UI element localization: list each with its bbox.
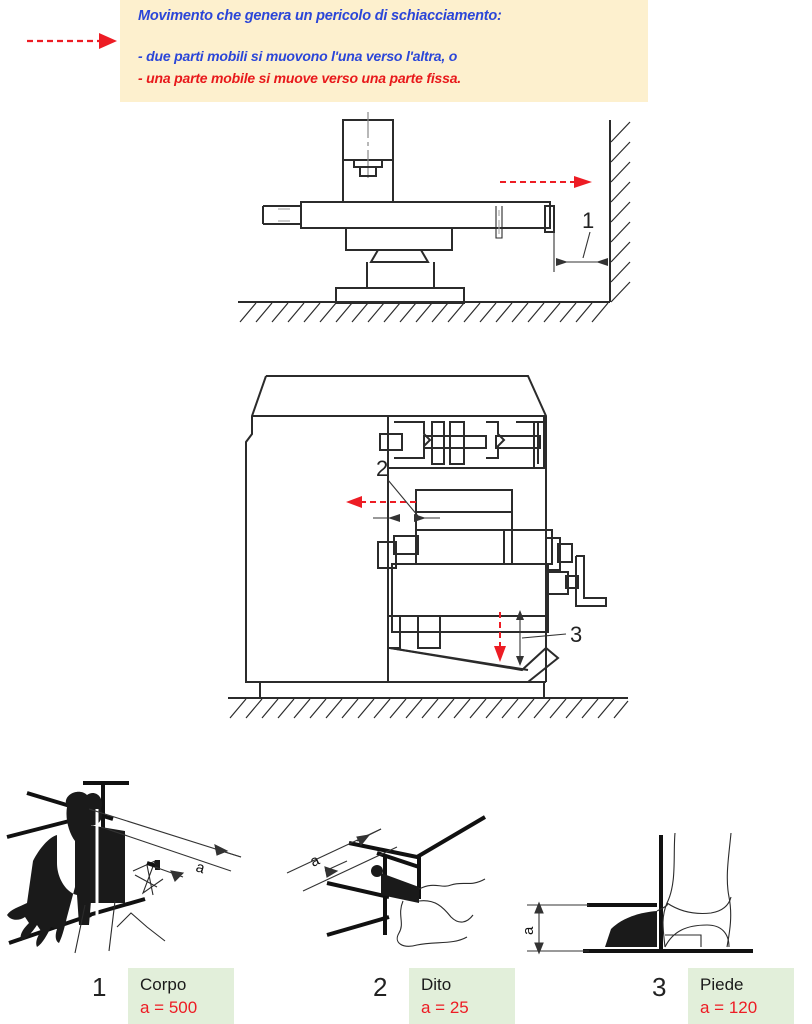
dimension-a — [527, 901, 589, 955]
dimension-label-a-body: a — [194, 859, 208, 878]
diagram-press-table-wall: 1 — [238, 112, 631, 323]
legend-box-corpo: Corpo a = 500 — [128, 968, 234, 1024]
machine-table — [262, 201, 555, 239]
red-dashed-arrow-down-icon — [494, 612, 506, 662]
legend-number-2: 2 — [373, 972, 388, 1002]
overarm-gear-train — [379, 415, 545, 469]
callout-title: Movimento che genera un pericolo di schi… — [138, 8, 502, 24]
dimension-3: 3 — [516, 610, 582, 666]
machine-knee-assembly — [388, 563, 560, 683]
floor-hatching — [228, 697, 629, 719]
legend-label-piede: Piede — [700, 975, 744, 994]
milling-callout-number-2: 2 — [376, 456, 388, 481]
floor-hatching — [238, 301, 610, 323]
dimension-2: 2 — [373, 456, 440, 522]
legend-number-1: 1 — [92, 972, 107, 1002]
red-dashed-arrow-icon — [27, 33, 117, 49]
legend-box-dito: Dito a = 25 — [409, 968, 515, 1024]
legend-value-dito: a = 25 — [421, 997, 469, 1017]
callout-banner: Movimento che genera un pericolo di schi… — [120, 0, 648, 102]
pictogram-finger-crush: a — [286, 815, 487, 947]
legend-label-dito: Dito — [421, 975, 452, 994]
red-dashed-arrow-right-icon — [500, 176, 592, 188]
legend-number-3: 3 — [652, 972, 667, 1002]
legend-box-piede: Piede a = 120 — [688, 968, 794, 1024]
dimension-label-a-foot: a — [520, 926, 537, 935]
machine-head — [342, 112, 394, 203]
machine-saddle — [345, 228, 453, 263]
pictogram-body-crush: a — [6, 781, 242, 954]
legend-value-corpo: a = 500 — [140, 997, 198, 1017]
dimension-a — [286, 828, 398, 892]
legend-value-piede: a = 120 — [700, 997, 758, 1017]
callout-bullet-2: - una parte mobile si muove verso una pa… — [138, 70, 461, 86]
red-dashed-arrow-left-icon — [346, 496, 416, 508]
callout-bullet-1: - due parti mobili si muovono l'una vers… — [138, 48, 458, 64]
diagram-milling-machine: 2 3 — [228, 375, 629, 719]
dimension-label-a-finger: a — [308, 851, 323, 870]
machine-base — [259, 681, 545, 699]
legend-label-corpo: Corpo — [140, 975, 187, 994]
dimension-1: 1 — [553, 208, 608, 272]
wall-hatching — [609, 120, 631, 303]
press-callout-number: 1 — [582, 208, 594, 233]
pictogram-foot-crush: a — [520, 832, 753, 955]
machine-knee — [335, 262, 465, 304]
milling-callout-number-3: 3 — [570, 622, 582, 647]
dimension-a — [88, 808, 242, 882]
handwheel-crank — [545, 537, 607, 607]
